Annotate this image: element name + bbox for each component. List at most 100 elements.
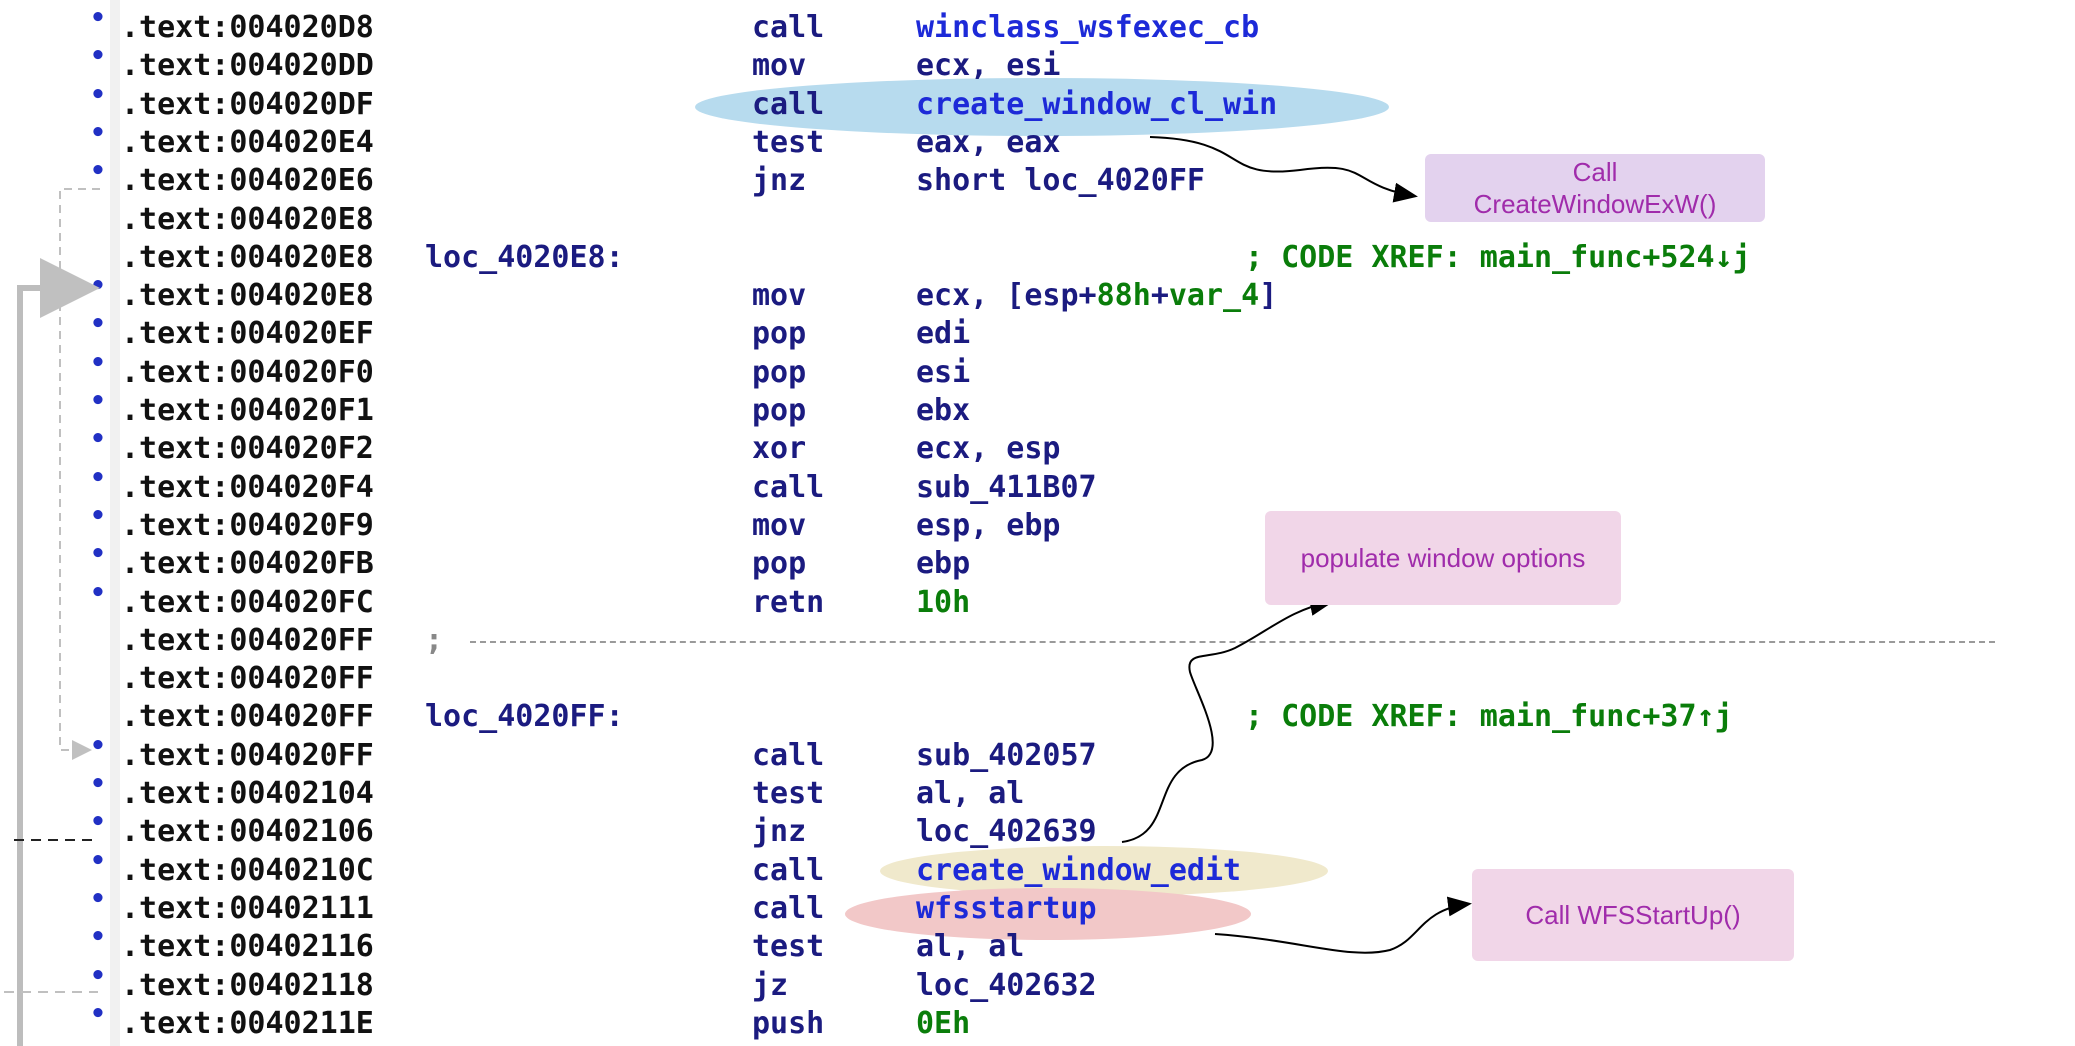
operand-token[interactable]: loc_402632	[916, 967, 1097, 1003]
operands[interactable]: loc_402639	[916, 813, 1097, 851]
mnemonic[interactable]: test	[752, 124, 825, 160]
mnemonic[interactable]: test	[752, 929, 825, 965]
code-line[interactable]: .text:004020FF loc_4020FF: ; CODE XREF: ma…	[0, 698, 2000, 736]
operand-token[interactable]: wfsstartup	[916, 890, 1097, 926]
operand-token[interactable]: sub_402057	[916, 737, 1097, 773]
address[interactable]: .text:0040211E	[121, 1005, 374, 1041]
mnemonic[interactable]: pop	[752, 354, 807, 390]
code-line[interactable]: .text:004020E8	[0, 201, 2000, 239]
operands[interactable]: create_window_cl_win	[916, 86, 1277, 124]
operands[interactable]: esi	[916, 354, 970, 392]
mnemonic[interactable]: pop	[752, 546, 807, 582]
address[interactable]: .text:004020DF	[121, 86, 374, 122]
operands[interactable]: 10h	[916, 584, 970, 622]
code-line[interactable]: .text:004020FF;	[0, 622, 2000, 660]
address[interactable]: .text:00402111	[121, 890, 374, 926]
address[interactable]: .text:004020E6	[121, 163, 374, 199]
operands[interactable]: ebp	[916, 545, 970, 583]
mnemonic[interactable]: pop	[752, 393, 807, 428]
address[interactable]: .text:004020DD	[121, 48, 374, 84]
mnemonic[interactable]: jnz	[752, 163, 807, 199]
code-line[interactable]: .text:004020FF	[0, 660, 2000, 698]
operands[interactable]: edi	[916, 315, 970, 353]
mnemonic[interactable]: call	[752, 737, 825, 773]
operands[interactable]: 0Eh	[916, 1005, 970, 1043]
operands[interactable]: al, al	[916, 775, 1024, 813]
address[interactable]: .text:004020E8	[121, 201, 374, 237]
xref-comment[interactable]: ; CODE XREF: main_func+524↓j	[1245, 239, 1751, 275]
address[interactable]: .text:0040210C	[121, 852, 374, 888]
operands[interactable]: create_window_edit	[916, 852, 1241, 890]
mnemonic[interactable]: mov	[752, 278, 807, 314]
address[interactable]: .text:00402104	[121, 776, 374, 811]
code-label[interactable]: loc_4020FF:	[425, 699, 624, 735]
mnemonic[interactable]: mov	[752, 507, 807, 543]
address[interactable]: .text:004020F0	[121, 354, 374, 390]
code-label[interactable]: loc_4020E8:	[425, 239, 624, 275]
operand-token[interactable]: loc_402639	[916, 814, 1097, 850]
operand-token[interactable]: create_window_cl_win	[916, 86, 1278, 122]
address[interactable]: .text:004020F2	[121, 431, 374, 467]
operands[interactable]: ecx, [esp+88h+var_4]	[916, 277, 1277, 315]
address[interactable]: .text:00402118	[121, 967, 374, 1003]
address[interactable]: .text:004020FC	[121, 584, 374, 620]
address[interactable]: .text:004020D8	[121, 10, 374, 45]
address[interactable]: .text:004020FF	[121, 622, 374, 658]
operands[interactable]: loc_402632	[916, 967, 1097, 1005]
address[interactable]: .text:004020F9	[121, 507, 374, 543]
mnemonic[interactable]: test	[752, 776, 825, 811]
address[interactable]: .text:00402116	[121, 929, 374, 965]
code-line[interactable]: .text:004020E8 loc_4020E8: ; CODE XREF: ma…	[0, 239, 2000, 277]
operand-token[interactable]: short loc_4020FF	[916, 163, 1205, 199]
address[interactable]: .text:004020E4	[121, 124, 374, 160]
mnemonic[interactable]: mov	[752, 48, 807, 84]
mnemonic[interactable]: pop	[752, 316, 807, 352]
address[interactable]: .text:004020E8	[121, 278, 374, 314]
operands[interactable]: winclass_wsfexec_cb	[916, 9, 1259, 47]
operands[interactable]: eax, eax	[916, 124, 1061, 162]
mnemonic[interactable]: call	[752, 86, 825, 122]
operand-token[interactable]: create_window_edit	[916, 852, 1242, 888]
operands[interactable]: al, al	[916, 928, 1024, 966]
address[interactable]: .text:004020FF	[121, 737, 374, 773]
operands[interactable]: ebx	[916, 392, 970, 430]
address[interactable]: .text:004020FF	[121, 699, 374, 735]
operand-token[interactable]: sub_411B07	[916, 469, 1097, 505]
operands[interactable]: sub_411B07	[916, 469, 1097, 507]
xref-comment[interactable]: ; CODE XREF: main_func+37↑j	[1245, 699, 1733, 735]
address[interactable]: .text:004020E8	[121, 239, 374, 275]
mnemonic[interactable]: xor	[752, 431, 807, 467]
mnemonic[interactable]: call	[752, 10, 825, 45]
address[interactable]: .text:004020F1	[121, 393, 374, 428]
operands[interactable]: short loc_4020FF	[916, 162, 1205, 200]
operands[interactable]: sub_402057	[916, 737, 1097, 775]
mnemonic[interactable]: call	[752, 469, 825, 505]
operands[interactable]: ecx, esi	[916, 47, 1061, 85]
mnemonic[interactable]: retn	[752, 584, 825, 620]
operands[interactable]: esp, ebp	[916, 507, 1061, 545]
address[interactable]: .text:004020FB	[121, 546, 374, 582]
operand-token[interactable]: winclass_wsfexec_cb	[916, 10, 1260, 45]
mnemonic[interactable]: jz	[752, 967, 789, 1003]
